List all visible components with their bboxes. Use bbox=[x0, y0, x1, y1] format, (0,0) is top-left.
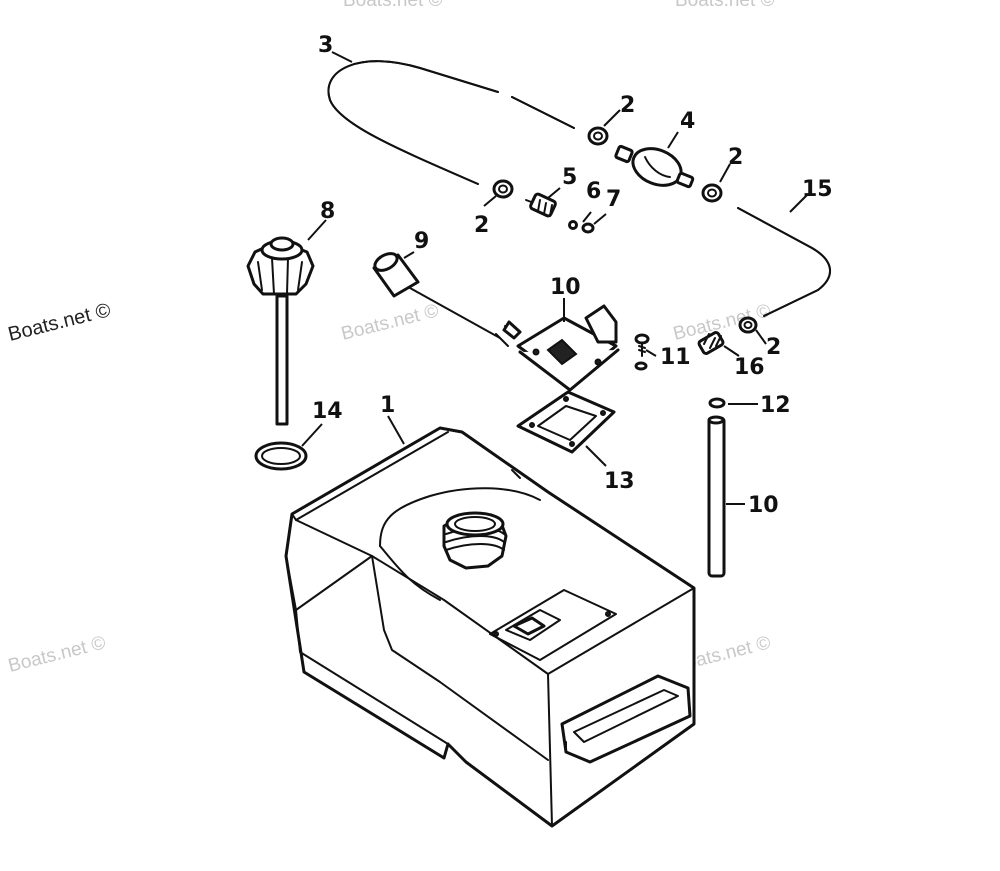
check-ball bbox=[568, 220, 578, 230]
hose-fitting bbox=[525, 192, 557, 218]
callout-2: 2 bbox=[728, 145, 743, 170]
fuel-cap-o-ring bbox=[254, 441, 308, 471]
pickup-plate bbox=[516, 304, 620, 392]
callout-11: 11 bbox=[660, 345, 691, 370]
leader-lines bbox=[301, 51, 809, 505]
watermark-text: Boats.net © bbox=[343, 0, 443, 11]
watermark-text: Boats.net © bbox=[6, 632, 108, 676]
callout-7: 7 bbox=[606, 187, 621, 212]
watermark-text: Boats.net © bbox=[6, 299, 113, 346]
callout-2: 2 bbox=[474, 213, 489, 238]
callout-2: 2 bbox=[766, 335, 781, 360]
float-arm bbox=[372, 252, 522, 347]
callout-3: 3 bbox=[318, 33, 333, 58]
o-ring-tube bbox=[708, 397, 726, 409]
hose-clamp-a bbox=[587, 126, 609, 146]
gasket bbox=[516, 390, 616, 454]
callout-13: 13 bbox=[604, 469, 635, 494]
callout-16: 16 bbox=[734, 355, 765, 380]
callout-9: 9 bbox=[414, 229, 429, 254]
callout-8: 8 bbox=[320, 199, 335, 224]
callout-1: 1 bbox=[380, 393, 395, 418]
barbed-fitting bbox=[697, 331, 725, 355]
callout-2: 2 bbox=[620, 93, 635, 118]
callout-6: 6 bbox=[586, 179, 601, 204]
watermark-text: Boats.net © bbox=[675, 0, 775, 11]
callout-10: 10 bbox=[748, 493, 779, 518]
callout-4: 4 bbox=[680, 109, 695, 134]
screw-and-washer bbox=[634, 333, 650, 371]
fuel-tank bbox=[284, 426, 696, 828]
callout-5: 5 bbox=[562, 165, 577, 190]
hose-clamp-b bbox=[492, 179, 514, 199]
fuel-hose-right bbox=[737, 207, 831, 317]
o-ring-small bbox=[581, 222, 595, 234]
pickup-tube bbox=[707, 415, 726, 578]
fuel-hose-loop bbox=[327, 60, 575, 185]
watermark-text: Boats.net © bbox=[339, 300, 441, 344]
callout-10: 10 bbox=[550, 275, 581, 300]
hose-clamp-c bbox=[701, 183, 723, 203]
callout-14: 14 bbox=[312, 399, 343, 424]
callout-labels: 3 2 4 2 5 6 7 2 15 8 9 10 11 16 2 12 14 … bbox=[312, 33, 833, 518]
fuel-cap-gauge bbox=[246, 236, 315, 426]
callout-15: 15 bbox=[802, 177, 833, 202]
primer-bulb bbox=[614, 144, 695, 189]
callout-12: 12 bbox=[760, 393, 791, 418]
hose-clamp-d bbox=[738, 316, 758, 334]
